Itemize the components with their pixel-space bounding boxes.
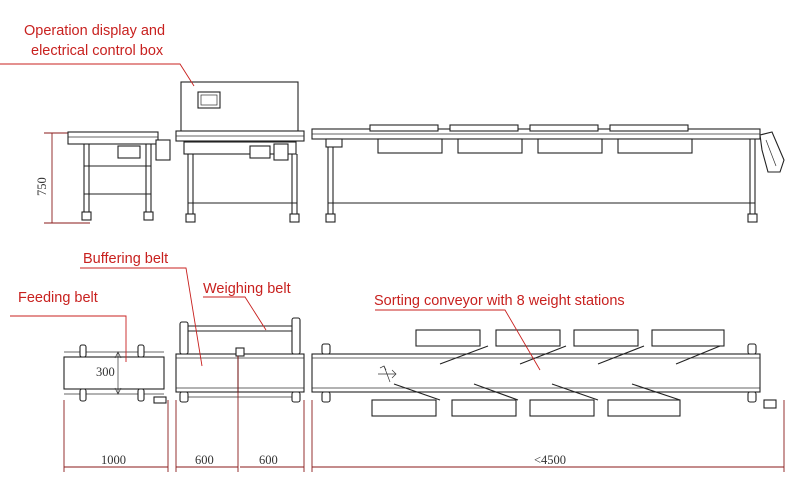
feeding-length-dimension: 1000 [101,453,126,467]
feeding-belt-top: 300 [63,344,167,404]
weighing-length-dimension: 600 [259,453,278,467]
weighing-belt-label: Weighing belt [203,281,291,297]
buffering-belt-label: Buffering belt [83,251,168,267]
height-dimension-value: 750 [35,177,49,196]
sorting-conveyor-side [311,124,785,223]
sorting-conveyor-top [311,329,777,417]
height-dimension: 750 [35,132,90,224]
length-dimensions [63,356,785,472]
feeding-belt-side [67,131,171,221]
feeding-belt-leader [10,315,127,362]
weighing-belt-leader [203,296,267,331]
sorting-length-dimension: <4500 [534,453,566,467]
feeding-belt-label: Feeding belt [18,290,98,306]
hmi-screen [197,91,221,109]
sorting-conveyor-label: Sorting conveyor with 8 weight stations [374,293,625,309]
top-view: 300 [10,267,785,472]
weighing-section-side [175,81,305,223]
control-box-leader [0,63,195,87]
control-box [180,81,299,133]
side-view: 750 [0,63,785,224]
control-box-label-line1: Operation display and [24,23,165,39]
buffering-length-dimension: 600 [195,453,214,467]
sorting-conveyor-leader [375,309,541,371]
buffering-weighing-top [175,317,305,403]
belt-width-dimension: 300 [96,365,115,379]
control-box-label-line2: electrical control box [31,43,164,59]
direction-arrow [378,365,397,383]
buffering-belt-leader [80,267,203,367]
